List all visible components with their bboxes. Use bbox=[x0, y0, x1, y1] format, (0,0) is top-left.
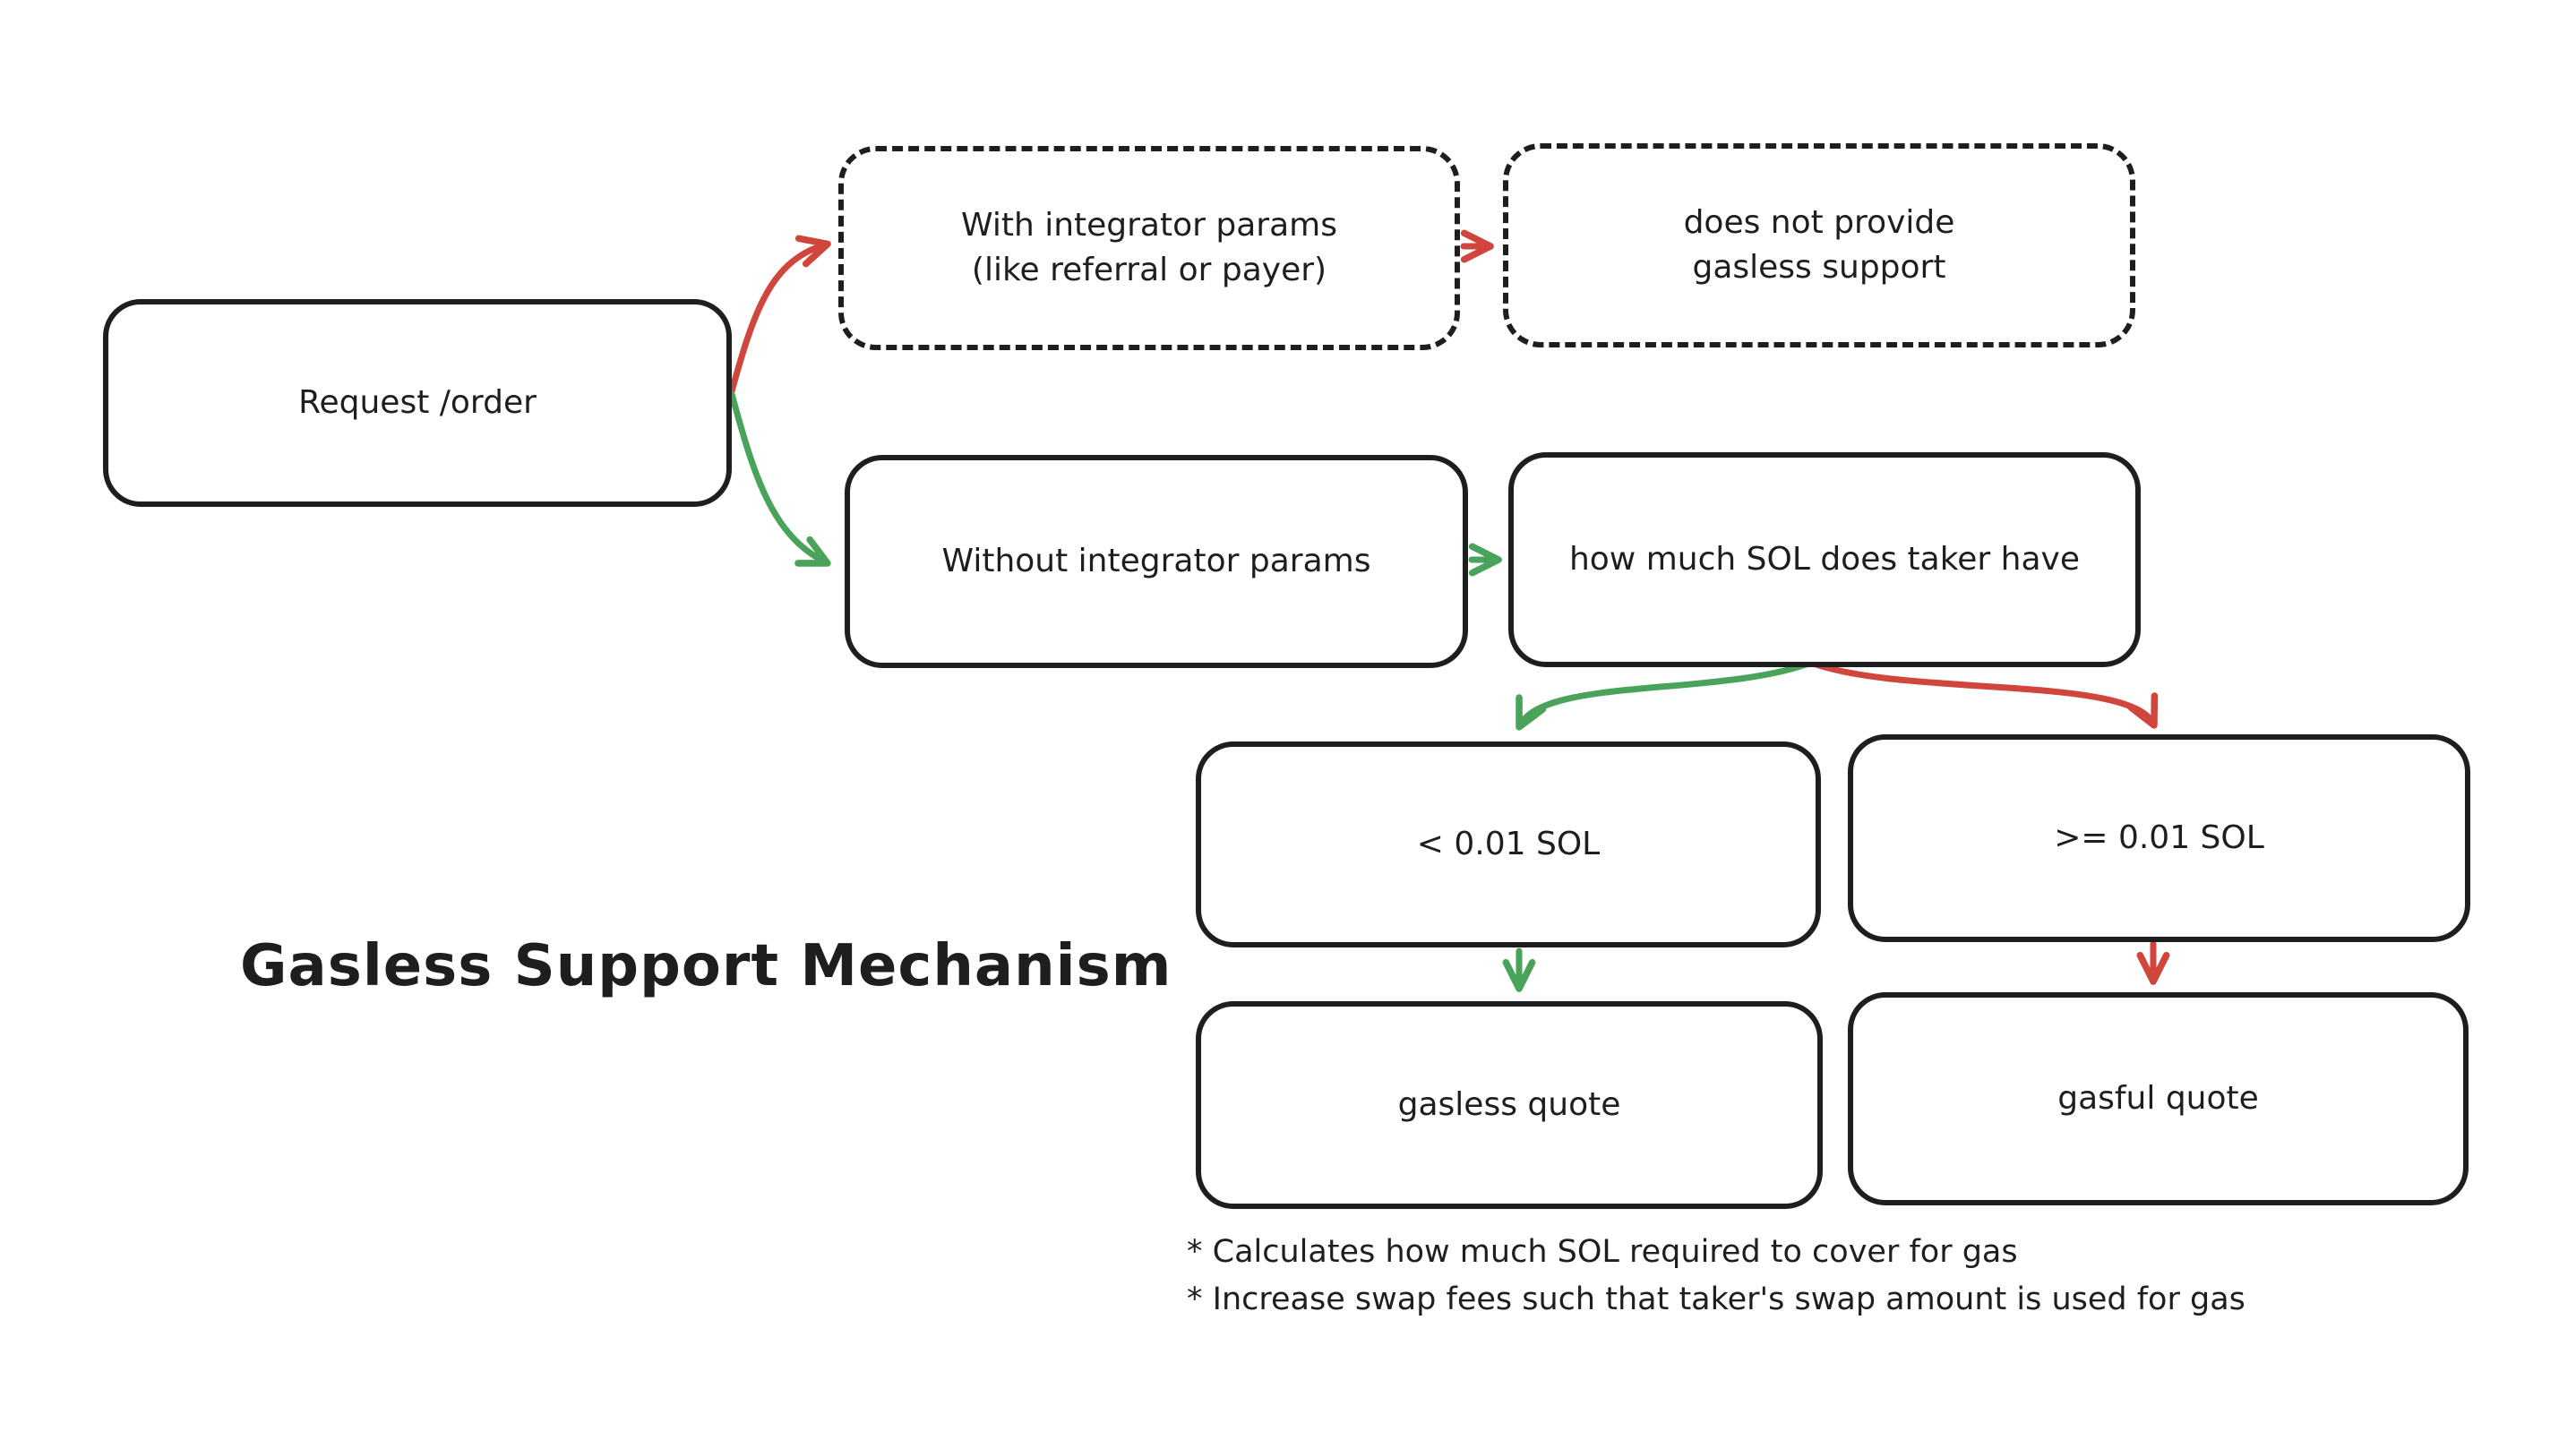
node-without-integrator-params: Without integrator params bbox=[845, 455, 1468, 668]
node-less-than-threshold: < 0.01 SOL bbox=[1196, 741, 1821, 947]
node-with-integrator-params: With integrator params (like referral or… bbox=[838, 146, 1460, 350]
arrow-request-to-without-params bbox=[728, 390, 831, 567]
node-request-order-label: Request /order bbox=[298, 383, 537, 421]
node-greater-equal-threshold: >= 0.01 SOL bbox=[1848, 734, 2470, 942]
node-greater-equal-threshold-label: >= 0.01 SOL bbox=[2054, 819, 2264, 856]
node-taker-sol-balance-label: how much SOL does taker have bbox=[1568, 540, 2081, 578]
node-gasless-quote-label: gasless quote bbox=[1397, 1085, 1621, 1123]
node-gasful-quote-label: gasful quote bbox=[2057, 1079, 2259, 1117]
footnote-increase-swap-fees: * Increase swap fees such that taker's s… bbox=[1187, 1281, 2245, 1317]
diagram-title: Gasless Support Mechanism bbox=[240, 933, 1172, 999]
arrow-taker-sol-to-gte-threshold bbox=[1807, 659, 2159, 729]
arrow-request-to-with-params bbox=[728, 235, 831, 395]
node-less-than-threshold-label: < 0.01 SOL bbox=[1416, 825, 1601, 862]
footnotes: * Calculates how much SOL required to co… bbox=[1187, 1229, 2245, 1323]
node-gasless-quote: gasless quote bbox=[1196, 1001, 1823, 1209]
arrow-taker-sol-to-lt-threshold bbox=[1516, 659, 1815, 731]
node-request-order: Request /order bbox=[103, 299, 732, 507]
node-gasful-quote: gasful quote bbox=[1848, 992, 2469, 1205]
node-without-integrator-params-label: Without integrator params bbox=[941, 542, 1371, 579]
node-no-gasless-support: does not provide gasless support bbox=[1503, 143, 2135, 347]
footnote-calculates-sol: * Calculates how much SOL required to co… bbox=[1187, 1234, 2018, 1270]
node-with-integrator-params-label: With integrator params (like referral or… bbox=[961, 206, 1337, 288]
node-taker-sol-balance: how much SOL does taker have bbox=[1508, 452, 2141, 667]
node-no-gasless-support-label: does not provide gasless support bbox=[1683, 203, 1955, 286]
